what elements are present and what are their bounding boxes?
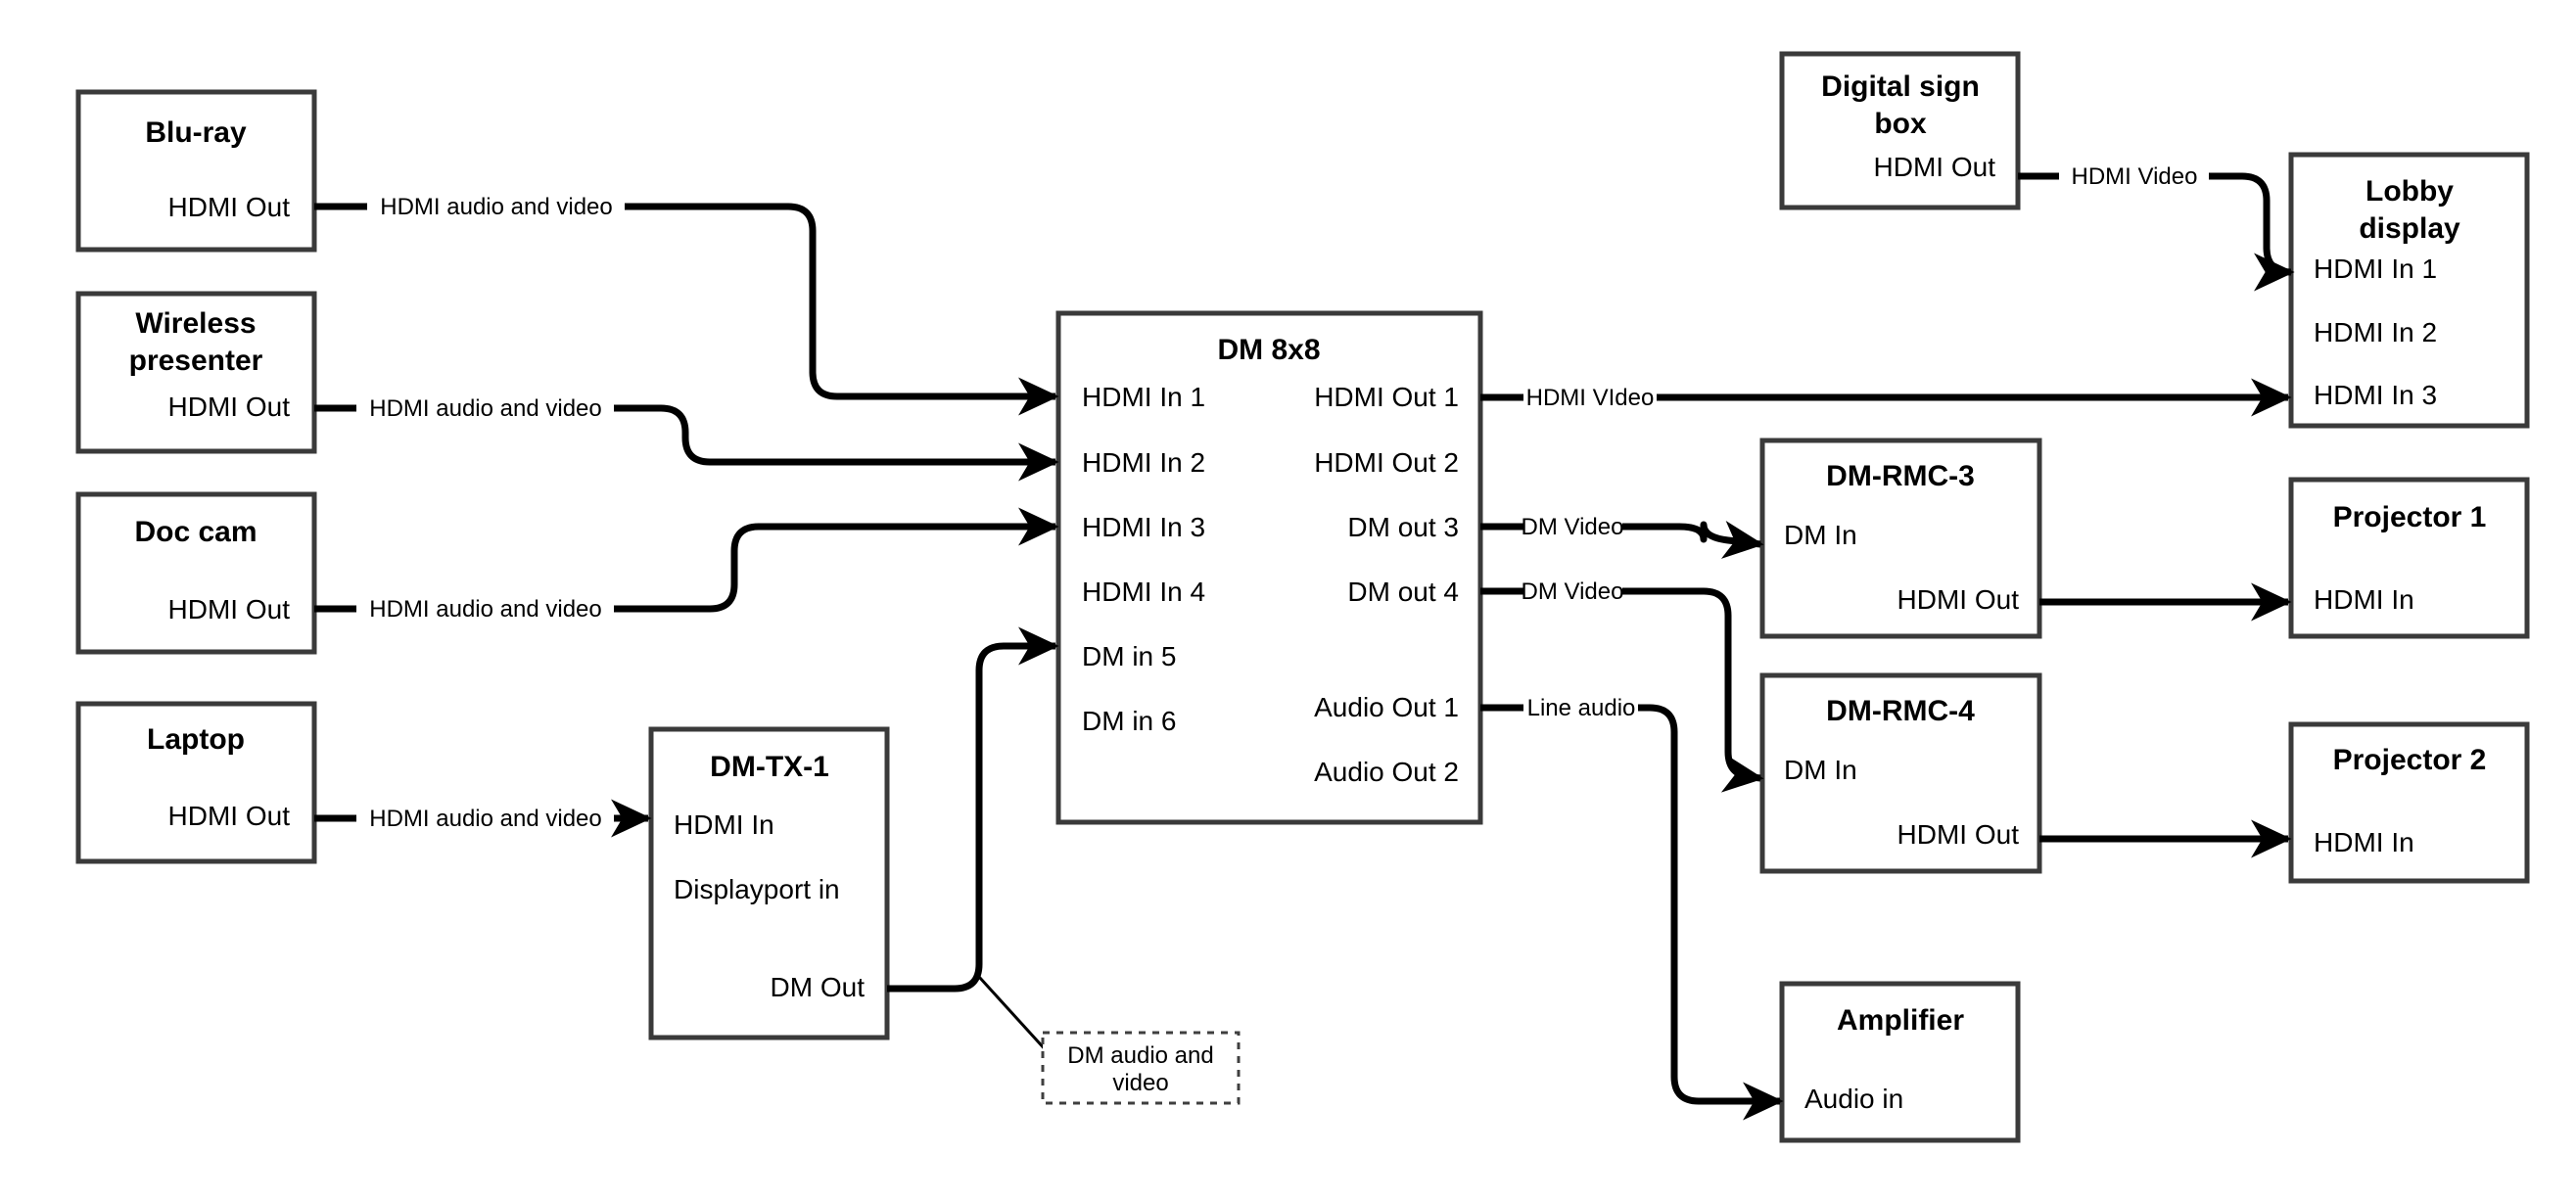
wire-label-doccam: HDMI audio and video (369, 596, 601, 623)
dmtx1-port-displayport-in: Displayport in (674, 874, 840, 904)
wire-digitalsign-to-lobby-in1: HDMI Video (2018, 163, 2295, 292)
wire-label-wireless: HDMI audio and video (369, 395, 601, 422)
proj2-port-hdmi-in: HDMI In (2314, 827, 2414, 857)
lobby-input-2: HDMI In 2 (2314, 317, 2437, 347)
proj2-box-outline (2288, 721, 2530, 884)
wireless-box-outline (75, 291, 317, 454)
wire-wireless-to-matrix-in2: HDMI audio and video (314, 395, 1059, 482)
dm8x8-output-1: HDMI Out 1 (1314, 382, 1459, 412)
lobby-input-1: HDMI In 1 (2314, 254, 2437, 284)
rmc3-title: DM-RMC-3 (1826, 460, 1975, 492)
wire-dmtx1-to-matrix-in5 (887, 626, 1059, 993)
dm8x8-output-6: Audio Out 2 (1314, 757, 1459, 787)
laptop-port-hdmi-out: HDMI Out (168, 801, 291, 831)
wireless-title-line1: Wireless (135, 307, 256, 340)
dm8x8-output-2: HDMI Out 2 (1314, 447, 1459, 478)
dm8x8-output-5: Audio Out 1 (1314, 692, 1459, 722)
dm8x8-output-4: DM out 4 (1347, 577, 1459, 607)
digitalsign-port-hdmi-out: HDMI Out (1874, 152, 1996, 182)
bluray-title: Blu-ray (145, 116, 247, 149)
wire-label-sign-to-lobby: HDMI Video (2072, 163, 2198, 190)
dm8x8-input-2: HDMI In 2 (1082, 447, 1205, 478)
wire-label-out3: DM Video (1522, 514, 1624, 540)
dmtx1-title: DM-TX-1 (710, 751, 829, 783)
rmc3-port-dm-in: DM In (1784, 520, 1857, 550)
dm8x8-input-6: DM in 6 (1082, 706, 1176, 736)
device-box-dm-rmc-3[interactable]: DM-RMC-3 DM In HDMI Out (1759, 438, 2042, 639)
digitalsign-box-outline (1779, 51, 2021, 210)
bluray-port-hdmi-out: HDMI Out (168, 192, 291, 222)
wire-doccam-to-matrix-in3: HDMI audio and video (314, 507, 1059, 623)
callout-line1: DM audio and (1067, 1042, 1213, 1069)
callout-leader-line (977, 975, 1050, 1054)
laptop-title: Laptop (147, 723, 245, 756)
dmtx1-port-dm-out: DM Out (771, 972, 866, 1002)
device-box-dm-8x8[interactable]: DM 8x8 HDMI In 1 HDMI In 2 HDMI In 3 HDM… (1055, 310, 1483, 825)
callout-box-outline (1041, 1031, 1241, 1105)
source-box-laptop[interactable]: Laptop HDMI Out (75, 701, 317, 864)
dm8x8-input-4: HDMI In 4 (1082, 577, 1205, 607)
lobby-title-line1: Lobby (2365, 175, 2454, 208)
device-box-projector-2[interactable]: Projector 2 HDMI In (2288, 721, 2530, 884)
device-box-digital-sign[interactable]: Digital sign box HDMI Out (1779, 51, 2021, 210)
dmtx1-port-hdmi-in: HDMI In (674, 809, 774, 840)
wire-matrix-out1-to-lobby-in3: HDMI VIdeo (1480, 378, 2292, 417)
wire-label-bluray: HDMI audio and video (380, 194, 612, 220)
source-box-wireless-presenter[interactable]: Wireless presenter HDMI Out (75, 291, 317, 454)
dm8x8-output-3: DM out 3 (1347, 512, 1459, 542)
rmc4-port-dm-in: DM In (1784, 755, 1857, 785)
digitalsign-title-line2: box (1874, 108, 1927, 140)
source-box-doc-cam[interactable]: Doc cam HDMI Out (75, 491, 317, 655)
dm8x8-input-1: HDMI In 1 (1082, 382, 1205, 412)
proj1-port-hdmi-in: HDMI In (2314, 584, 2414, 615)
amplifier-box-outline (1779, 981, 2021, 1143)
proj1-box-outline (2288, 477, 2530, 639)
device-box-dm-tx-1[interactable]: DM-TX-1 HDMI In Displayport in DM Out (648, 726, 890, 1040)
wire-label-out4: DM Video (1522, 578, 1624, 605)
dm8x8-input-3: HDMI In 3 (1082, 512, 1205, 542)
proj1-title: Projector 1 (2333, 501, 2487, 533)
device-box-lobby-display[interactable]: Lobby display HDMI In 1 HDMI In 2 HDMI I… (2288, 152, 2530, 429)
dm8x8-input-5: DM in 5 (1082, 641, 1176, 671)
wire-label-out1-to-lobby: HDMI VIdeo (1526, 385, 1655, 411)
amplifier-port-audio-in: Audio in (1804, 1084, 1903, 1114)
wire-label-laptop: HDMI audio and video (369, 806, 601, 832)
dm8x8-box-outline (1055, 310, 1483, 825)
device-box-amplifier[interactable]: Amplifier Audio in (1779, 981, 2021, 1143)
wireless-port-hdmi-out: HDMI Out (168, 392, 291, 422)
callout-dm-audio-and-video: DM audio and video (1041, 1031, 1241, 1105)
rmc4-title: DM-RMC-4 (1826, 695, 1975, 727)
lobby-input-3: HDMI In 3 (2314, 380, 2437, 410)
laptop-box-outline (75, 701, 317, 864)
doccam-title: Doc cam (134, 516, 257, 548)
rmc4-box-outline (1759, 672, 2042, 874)
doccam-port-hdmi-out: HDMI Out (168, 594, 291, 624)
callout-line2: video (1112, 1070, 1168, 1096)
device-box-projector-1[interactable]: Projector 1 HDMI In (2288, 477, 2530, 639)
dm8x8-title: DM 8x8 (1217, 334, 1320, 366)
wire-matrix-out3-to-rmc3: DM Video (1480, 514, 1764, 559)
wire-label-audio1: Line audio (1527, 695, 1636, 721)
rmc3-port-hdmi-out: HDMI Out (1897, 584, 2020, 615)
wire-laptop-to-dmtx1: HDMI audio and video (314, 799, 652, 838)
rmc4-port-hdmi-out: HDMI Out (1897, 819, 2020, 850)
device-box-dm-rmc-4[interactable]: DM-RMC-4 DM In HDMI Out (1759, 672, 2042, 874)
digitalsign-title-line1: Digital sign (1821, 70, 1980, 103)
wire-matrix-out4-to-rmc4: DM Video (1480, 578, 1764, 793)
doccam-box-outline (75, 491, 317, 655)
wire-matrix-audioout1-to-amplifier: Line audio (1480, 695, 1784, 1121)
amplifier-title: Amplifier (1837, 1004, 1964, 1037)
wireless-title-line2: presenter (129, 345, 263, 377)
wire-bluray-to-matrix-in1: HDMI audio and video (314, 194, 1059, 416)
bluray-box-outline (75, 89, 317, 253)
lobby-title-line2: display (2359, 212, 2460, 245)
proj2-title: Projector 2 (2333, 744, 2487, 776)
source-box-bluray[interactable]: Blu-ray HDMI Out (75, 89, 317, 253)
dmtx1-box-outline (648, 726, 890, 1040)
